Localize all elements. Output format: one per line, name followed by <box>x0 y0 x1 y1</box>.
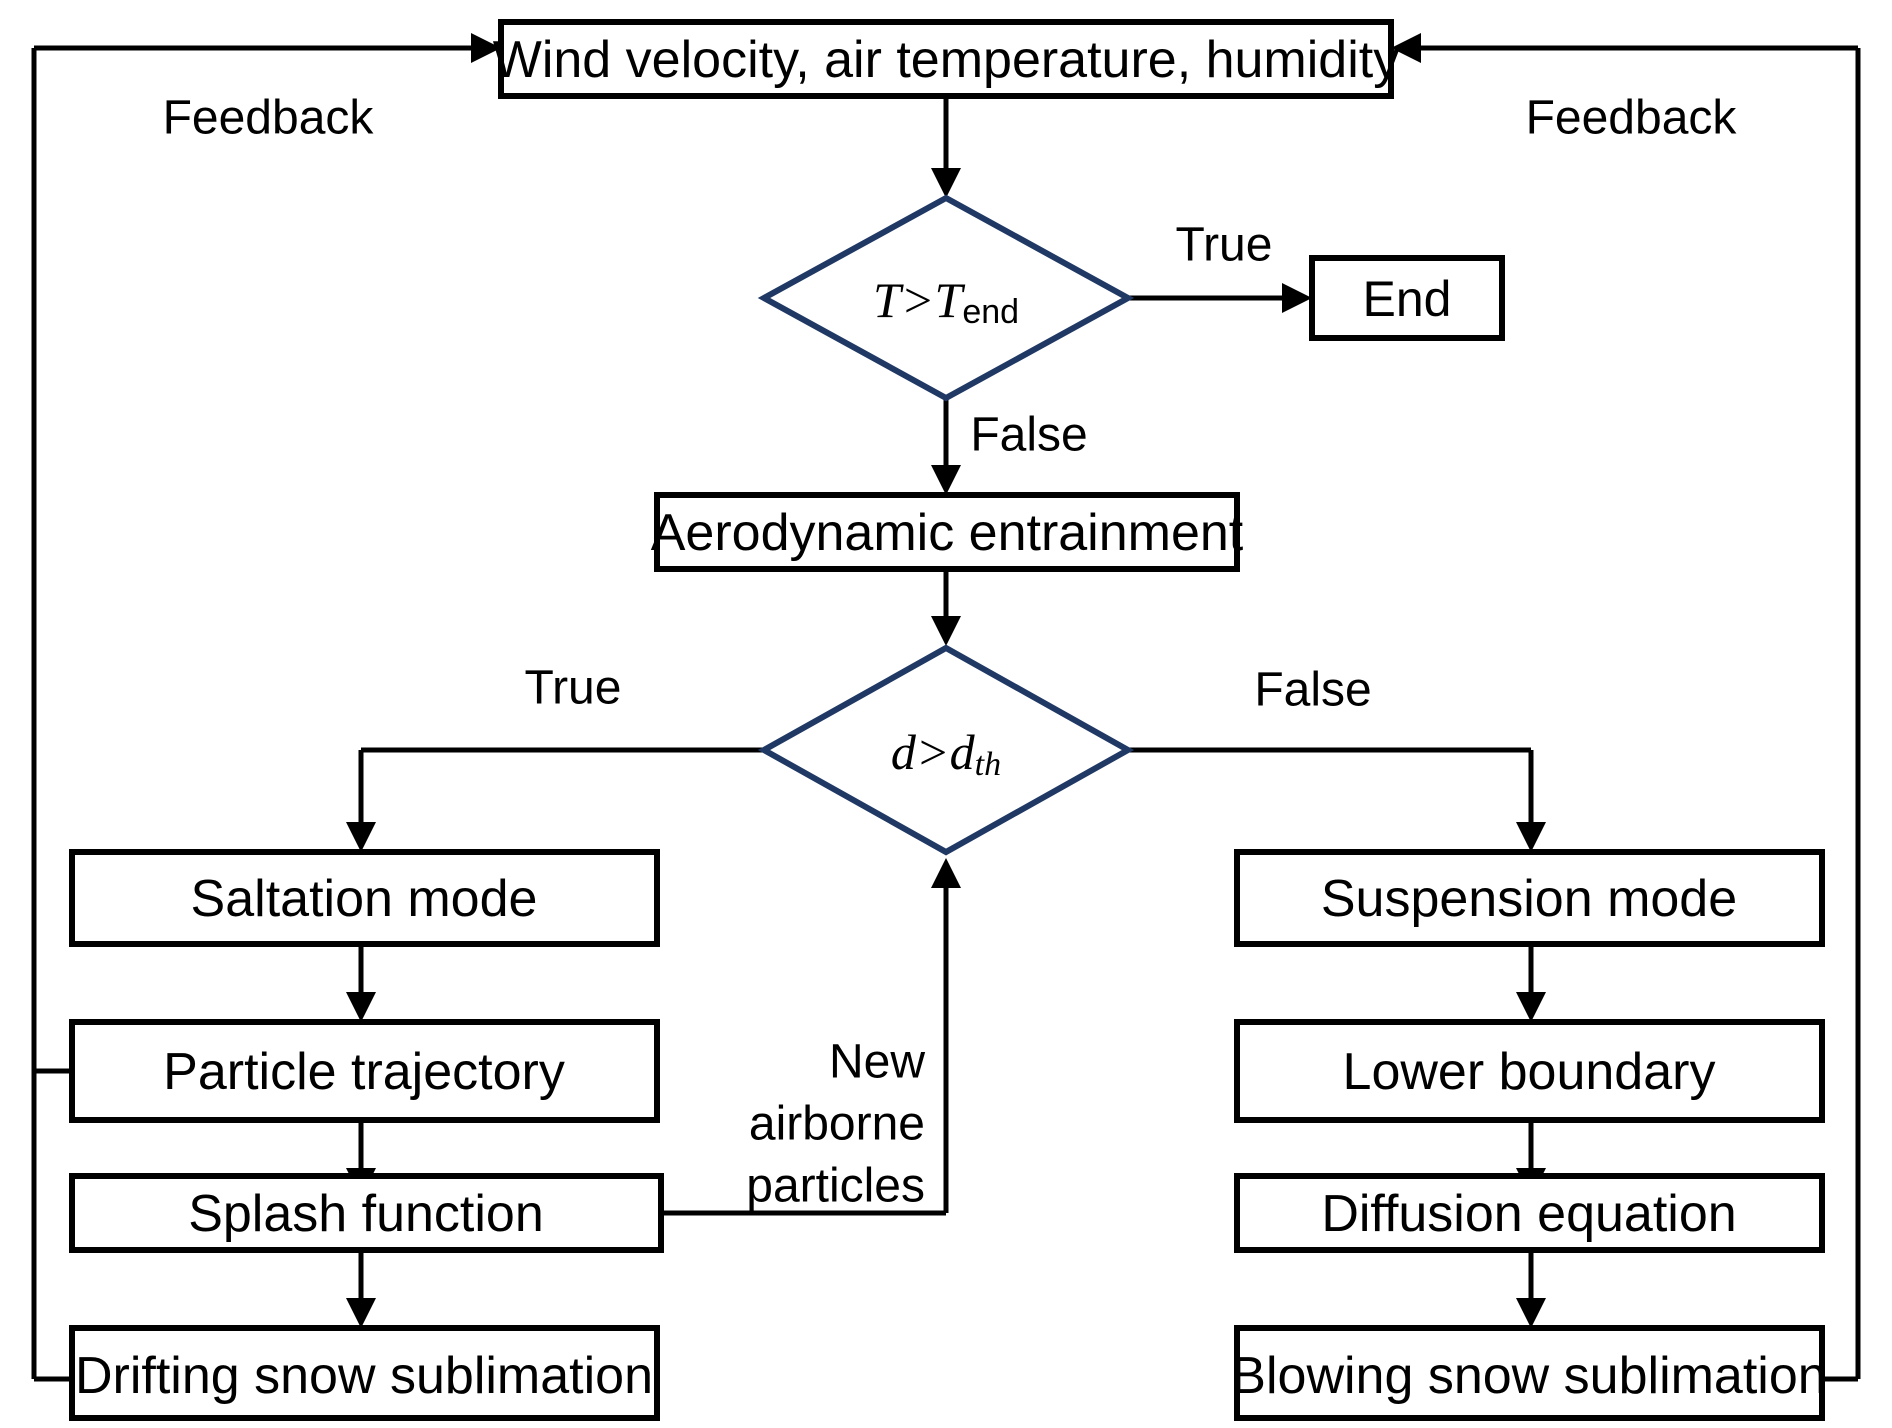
connector-time-true-to-end <box>1128 283 1312 313</box>
decision-time-check-main: T>T <box>873 272 966 328</box>
node-drifting-snow-sublimation[interactable]: Drifting snow sublimation <box>69 1325 660 1421</box>
label-new-airborne-particles-line3: particles <box>746 1160 925 1213</box>
node-blowing-snow-sublimation[interactable]: Blowing snow sublimation <box>1231 1325 1827 1421</box>
node-aerodynamic-entrainment-label: Aerodynamic entrainment <box>651 504 1244 562</box>
label-feedback-right: Feedback <box>1526 92 1738 145</box>
connector-inputs-to-time-decision <box>931 96 961 198</box>
node-particle-trajectory-label: Particle trajectory <box>163 1043 565 1101</box>
node-aerodynamic-entrainment[interactable]: Aerodynamic entrainment <box>651 492 1244 572</box>
connector-feedback-right <box>1391 33 1861 1382</box>
node-diffusion-equation-label: Diffusion equation <box>1321 1185 1736 1243</box>
node-end[interactable]: End <box>1309 255 1505 341</box>
connector-diffusion-to-blowing-sublimation <box>1516 1250 1546 1328</box>
label-time-false: False <box>970 409 1087 462</box>
connector-splash-to-drifting-sublimation <box>346 1250 376 1328</box>
connector-time-false-to-aerodynamic <box>931 400 961 495</box>
label-new-airborne-particles: New airborne particles <box>746 1036 925 1213</box>
decision-diameter-check-sub: th <box>975 746 1001 783</box>
node-suspension-mode[interactable]: Suspension mode <box>1234 849 1825 947</box>
label-new-airborne-particles-line2: airborne <box>749 1098 925 1151</box>
connector-suspension-to-lower-boundary <box>1516 944 1546 1022</box>
node-blowing-snow-sublimation-label: Blowing snow sublimation <box>1231 1347 1826 1405</box>
node-saltation-mode[interactable]: Saltation mode <box>69 849 660 947</box>
connector-saltation-to-particle-trajectory <box>346 944 376 1022</box>
connector-feedback-left <box>31 33 501 1382</box>
node-inputs-label: Wind velocity, air temperature, humidity <box>493 31 1399 89</box>
node-end-label: End <box>1363 271 1452 327</box>
node-lower-boundary-label: Lower boundary <box>1343 1043 1716 1101</box>
node-inputs[interactable]: Wind velocity, air temperature, humidity <box>493 19 1399 99</box>
connector-aerodynamic-to-diameter-decision <box>931 565 961 646</box>
node-drifting-snow-sublimation-label: Drifting snow sublimation <box>75 1347 653 1405</box>
label-new-airborne-particles-line1: New <box>829 1036 925 1089</box>
label-diameter-true: True <box>525 662 622 715</box>
decision-diameter-check-main: d>d <box>891 724 976 780</box>
label-diameter-false: False <box>1254 664 1371 717</box>
decision-diameter-check[interactable]: d>dth <box>757 644 1135 856</box>
node-diffusion-equation[interactable]: Diffusion equation <box>1234 1173 1825 1253</box>
label-time-true: True <box>1176 219 1273 272</box>
decision-time-check[interactable]: T>Tend <box>757 194 1135 402</box>
node-splash-function-label: Splash function <box>188 1185 544 1243</box>
node-particle-trajectory[interactable]: Particle trajectory <box>69 1019 660 1123</box>
connector-splash-to-diameter-decision <box>661 858 961 1216</box>
node-splash-function[interactable]: Splash function <box>69 1173 664 1253</box>
node-suspension-mode-label: Suspension mode <box>1321 870 1737 928</box>
node-lower-boundary[interactable]: Lower boundary <box>1234 1019 1825 1123</box>
decision-time-check-sub: end <box>962 293 1019 331</box>
connector-diameter-true-to-saltation <box>346 747 764 852</box>
node-saltation-mode-label: Saltation mode <box>191 870 538 928</box>
label-feedback-left: Feedback <box>163 92 375 145</box>
connector-diameter-false-to-suspension <box>1128 747 1546 852</box>
decision-time-check-label: T>Tend <box>873 272 1019 331</box>
decision-diameter-check-label: d>dth <box>891 724 1001 783</box>
